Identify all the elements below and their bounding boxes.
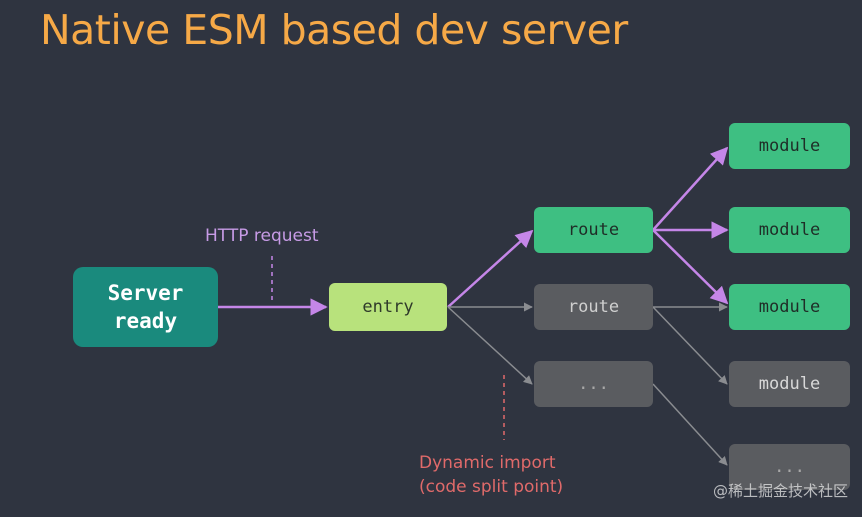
arrow-entry-to-ellipsis	[447, 306, 533, 385]
entry-node: entry	[329, 283, 447, 331]
page-title: Native ESM based dev server	[40, 6, 628, 54]
route-node-inactive: route	[534, 284, 653, 330]
module-node-4: module	[729, 361, 850, 407]
arrow-route-to-module-3	[652, 229, 729, 305]
route-node-placeholder: ...	[534, 361, 653, 407]
watermark: @稀土掘金技术社区	[712, 482, 848, 500]
server-ready-node: Server ready	[73, 267, 218, 347]
module-node-3: module	[729, 284, 850, 330]
arrow-ellipsis-to-ellipsis	[652, 383, 728, 466]
module-node-1: module	[729, 123, 850, 169]
dynamic-import-label: Dynamic import (code split point)	[419, 453, 564, 497]
arrow-entry-to-route-active	[447, 229, 534, 308]
module-node-placeholder: ...	[729, 444, 850, 490]
route-node-active: route	[534, 207, 653, 253]
module-node-2: module	[729, 207, 850, 253]
arrow-route-to-module-1	[652, 146, 729, 231]
http-request-label: HTTP request	[205, 226, 319, 246]
arrow-route-inactive-to-module-4	[652, 306, 728, 385]
